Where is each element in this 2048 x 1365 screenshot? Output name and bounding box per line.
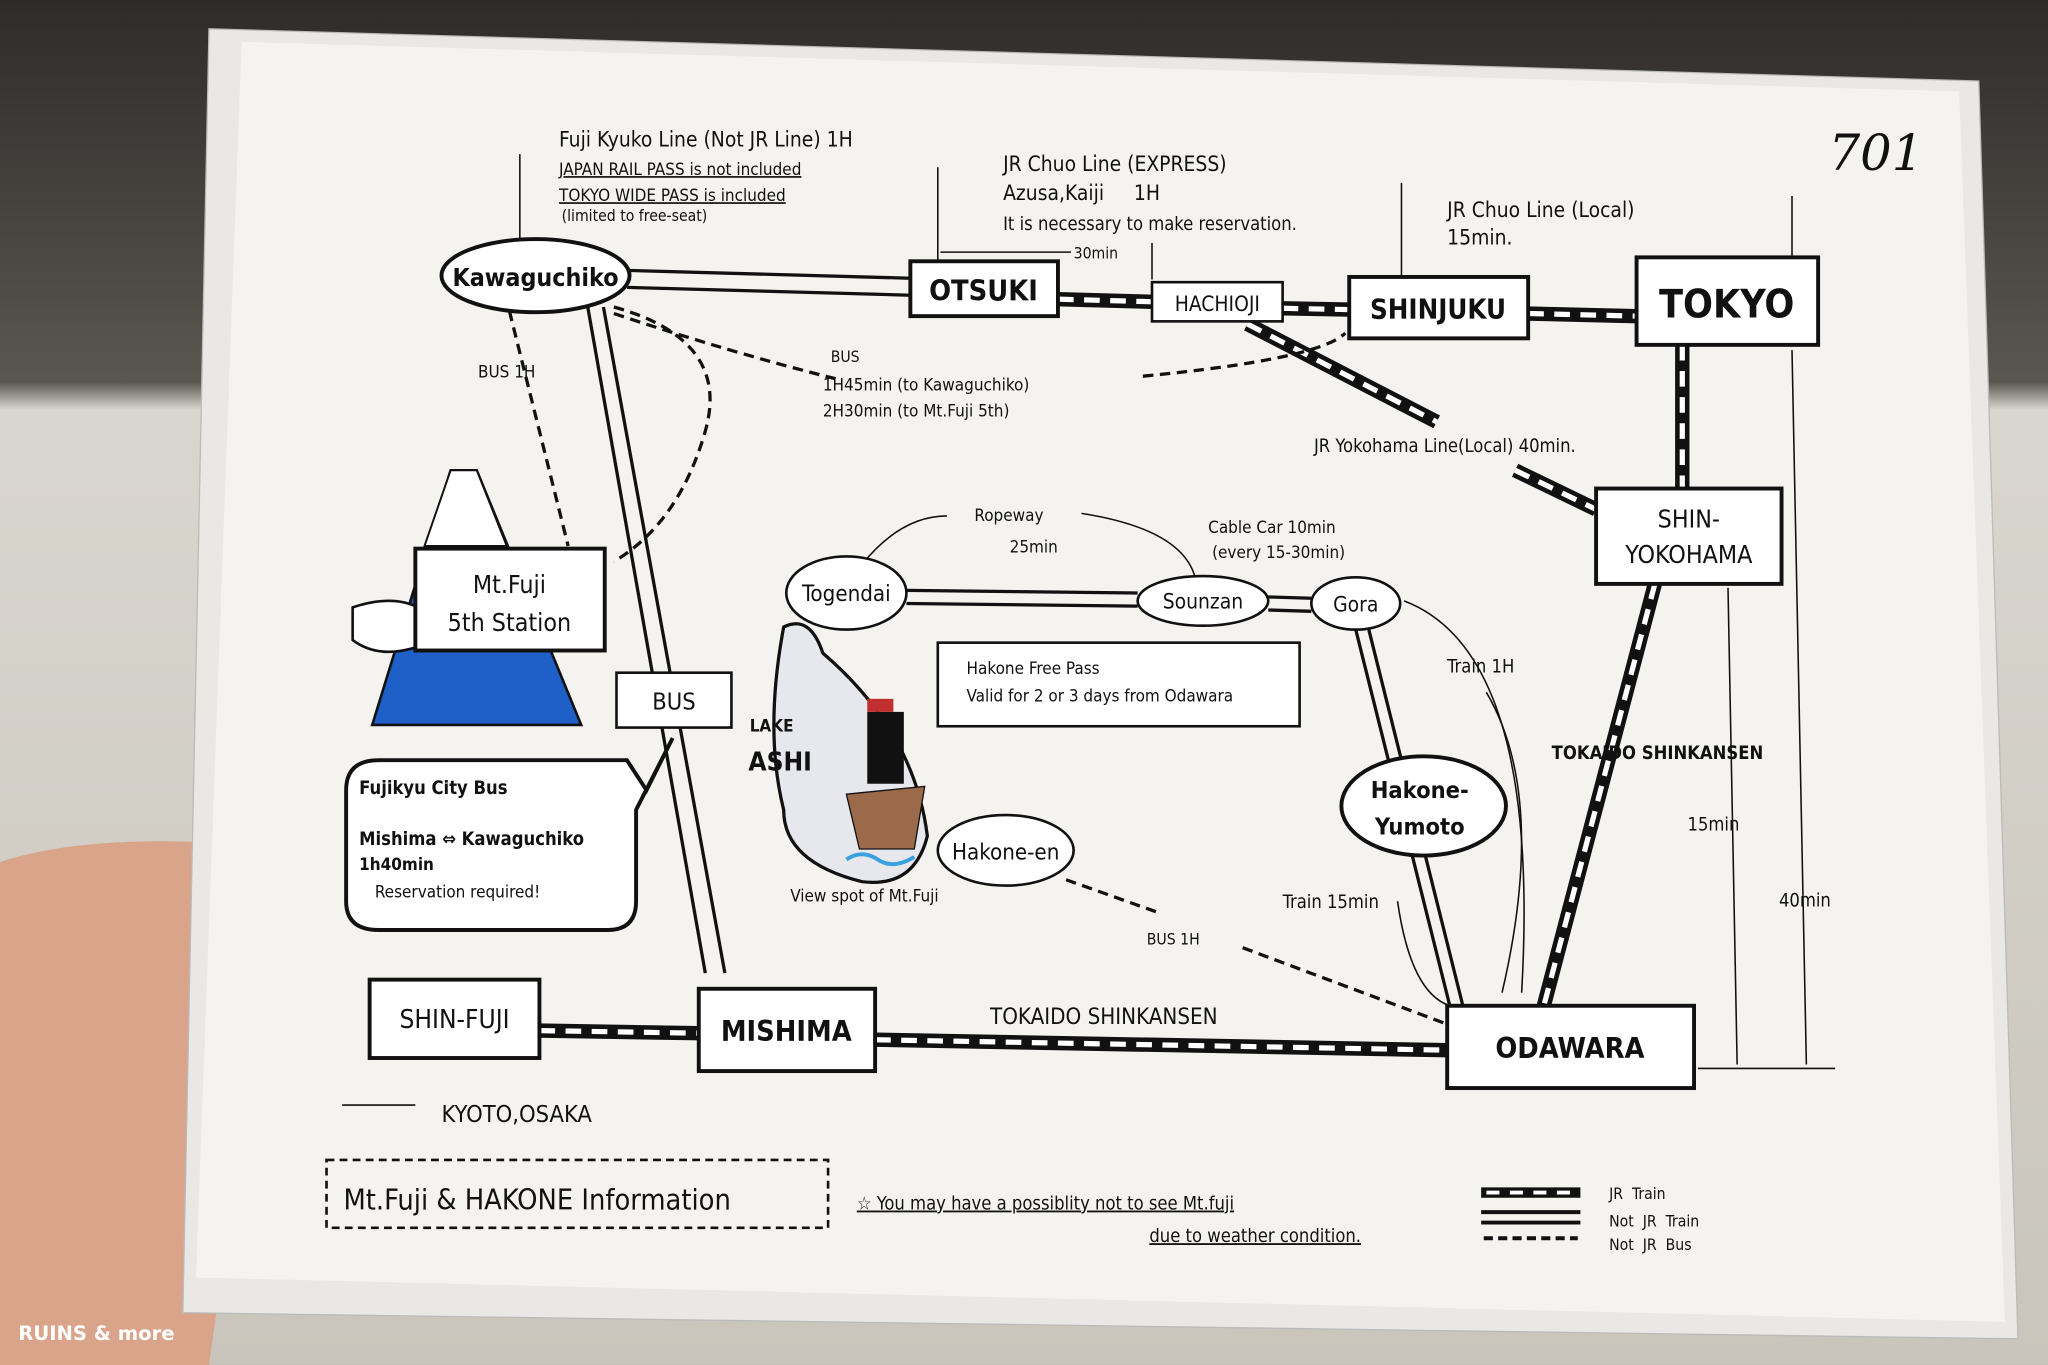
- train-15min-label: Train 15min: [1282, 892, 1379, 913]
- free-seat-note: (limited to free-seat): [562, 206, 708, 225]
- chuo-local-label: JR Chuo Line (Local): [1446, 198, 1634, 222]
- bubble-time: 1h40min: [359, 855, 434, 875]
- bus-shinjuku-time-1: 1H45min (to Kawaguchiko): [823, 376, 1030, 396]
- station-gora-label: Gora: [1333, 592, 1378, 616]
- station-otsuki-label: OTSUKI: [929, 273, 1038, 307]
- station-gora: [1310, 576, 1402, 631]
- station-togendai-label: Togendai: [801, 581, 891, 607]
- station-odawara: [1445, 1003, 1696, 1091]
- station-mtfuji-5th: [413, 546, 607, 653]
- azusa-kaiji-label: Azusa,Kaiji 1H: [1003, 181, 1160, 205]
- cable-car-label: Cable Car 10min: [1208, 518, 1336, 538]
- bus-1h-hakone: BUS 1H: [1147, 929, 1200, 948]
- station-mishima: [696, 986, 878, 1074]
- view-spot-label: View spot of Mt.Fuji: [790, 886, 938, 906]
- watermark: RUINS & more: [18, 1322, 174, 1345]
- legend: JR Train Not JR Train Not JR Bus: [1481, 1184, 1699, 1254]
- bus-box: [615, 671, 733, 729]
- chuo-local-time: 15min.: [1447, 225, 1512, 249]
- reservation-note: It is necessary to make reservation.: [1003, 214, 1297, 235]
- ropeway-time: 25min: [1010, 538, 1058, 558]
- bus-box-label: BUS: [652, 687, 695, 715]
- station-shin-fuji-label: SHIN-FUJI: [399, 1005, 509, 1035]
- station-tokyo: [1634, 255, 1821, 347]
- free-pass-scroll: [936, 641, 1301, 728]
- station-togendai: [784, 555, 908, 631]
- free-pass-title: Hakone Free Pass: [967, 659, 1100, 679]
- pirate-ship-icon: [845, 698, 926, 867]
- handwritten-number: 701: [1829, 124, 1924, 182]
- station-shinjuku-label: SHINJUKU: [1370, 295, 1506, 326]
- station-hachioji-label: HACHIOJI: [1175, 292, 1260, 316]
- station-hakone-en-label: Hakone-en: [952, 839, 1059, 865]
- fujikyu-bus-bubble: [344, 737, 675, 932]
- fujikyuko-line-label: Fuji Kyuko Line (Not JR Line) 1H: [559, 127, 853, 151]
- bus-1h-left: BUS 1H: [478, 363, 535, 383]
- bus-shinjuku-label: BUS: [831, 347, 860, 366]
- yokohama-line-label: JR Yokohama Line(Local) 40min.: [1313, 436, 1576, 457]
- station-shin-yokohama-label-1: SHIN-: [1658, 505, 1720, 534]
- station-hakone-yumoto: [1339, 754, 1508, 858]
- bus-shinjuku-time-2: 2H30min (to Mt.Fuji 5th): [823, 402, 1010, 422]
- weather-note-1: ☆ You may have a possiblity not to see M…: [857, 1194, 1234, 1215]
- station-sounzan: [1136, 574, 1270, 627]
- tokaido-right-label: TOKAIDO SHINKANSEN: [1552, 743, 1764, 764]
- station-shin-yokohama: [1594, 486, 1784, 586]
- ropeway-label: Ropeway: [974, 506, 1043, 526]
- station-shin-fuji: [367, 977, 542, 1060]
- cable-car-frequency: (every 15-30min): [1212, 543, 1345, 563]
- legend-label: Not JR Bus: [1609, 1235, 1691, 1254]
- station-hakone-yumoto-label-2: Yumoto: [1374, 813, 1465, 841]
- weather-note-2: due to weather condition.: [1149, 1226, 1361, 1247]
- station-kawaguchiko-label: Kawaguchiko: [452, 263, 618, 292]
- station-mishima-label: MISHIMA: [721, 1014, 852, 1048]
- station-mtfuji-label-1: Mt.Fuji: [473, 570, 546, 599]
- station-mtfuji-label-2: 5th Station: [448, 608, 571, 637]
- station-hakone-yumoto-label-1: Hakone-: [1371, 776, 1469, 804]
- station-otsuki: [908, 259, 1060, 319]
- station-shin-yokohama-label-2: YOKOHAMA: [1624, 540, 1753, 569]
- chuo-express-label: JR Chuo Line (EXPRESS): [1002, 152, 1227, 176]
- jr-pass-note: JAPAN RAIL PASS is not included: [558, 160, 801, 180]
- bubble-reservation: Reservation required!: [375, 882, 540, 902]
- jr-train-lines: [342, 154, 1836, 1106]
- kyoto-osaka-label: KYOTO,OSAKA: [441, 1100, 592, 1128]
- lake-label: LAKE: [750, 716, 794, 736]
- bubble-title: Fujikyu City Bus: [359, 778, 508, 799]
- legend-label: JR Train: [1608, 1184, 1665, 1203]
- station-tokyo-label: TOKYO: [1659, 282, 1794, 327]
- card-title: Mt.Fuji & HAKONE Information: [344, 1183, 731, 1217]
- ashi-label: ASHI: [748, 748, 812, 778]
- station-shinjuku: [1347, 274, 1531, 341]
- station-hakone-en: [936, 813, 1075, 887]
- otsuki-hachioji-time: 30min: [1074, 244, 1118, 263]
- station-sounzan-label: Sounzan: [1163, 590, 1244, 614]
- legend-label: Not JR Train: [1609, 1212, 1699, 1231]
- time-15min: 15min: [1688, 815, 1740, 836]
- title-box: [325, 1158, 830, 1230]
- time-40min: 40min: [1779, 891, 1831, 912]
- tokaido-bottom-label: TOKAIDO SHINKANSEN: [989, 1004, 1218, 1030]
- bubble-route: Mishima ⇔ Kawaguchiko: [359, 829, 584, 850]
- station-odawara-label: ODAWARA: [1495, 1031, 1644, 1065]
- free-pass-validity: Valid for 2 or 3 days from Odawara: [967, 686, 1234, 706]
- station-hachioji: [1150, 280, 1284, 323]
- tokyo-wide-pass-note: TOKYO WIDE PASS is included: [558, 186, 786, 206]
- train-1h-label: Train 1H: [1446, 657, 1514, 678]
- station-kawaguchiko: [439, 237, 632, 315]
